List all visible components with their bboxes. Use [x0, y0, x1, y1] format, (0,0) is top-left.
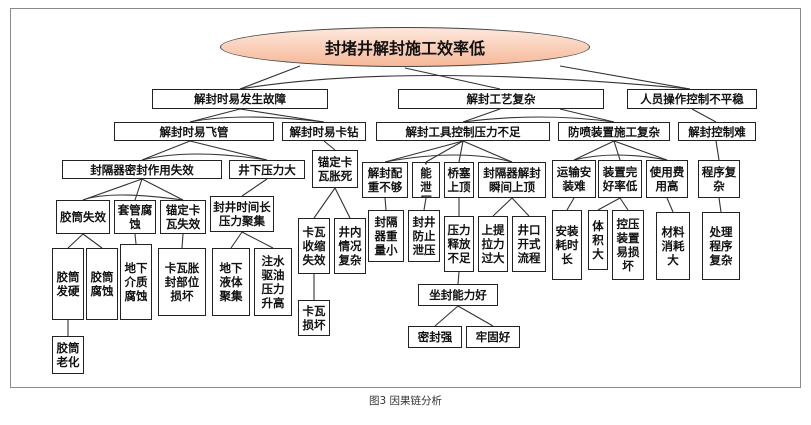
diagram-frame: [10, 8, 801, 388]
and-arc: [384, 154, 513, 163]
and-arc: [462, 116, 615, 123]
connector-line: [239, 65, 301, 90]
connector-line: [82, 178, 143, 201]
node-seal-strong: 密封强: [408, 326, 462, 348]
node-liquid-accumulation: 地下液体聚集: [212, 248, 250, 316]
connector-line: [619, 197, 629, 211]
node-medium-corrode: 地下介质腐蚀: [120, 244, 152, 320]
node-rubber-fail: 胶筒失效: [56, 200, 110, 234]
node-seal-prevent-vent: 封井防止泄压: [408, 210, 440, 262]
node-anchor-slip-fail: 锚定卡瓦失效: [160, 200, 206, 234]
connector-line: [492, 197, 513, 217]
connector-line: [559, 108, 615, 123]
connector-line: [613, 140, 668, 161]
node-rubber-hard: 胶筒发硬: [52, 248, 84, 320]
connector-line: [239, 108, 325, 123]
node-release-insufficient: 压力释放不足: [444, 216, 474, 272]
connector-line: [134, 178, 143, 201]
connector-line: [241, 178, 268, 197]
node-stuck: 解封时易卡钻: [282, 122, 366, 141]
connector-line: [334, 187, 351, 219]
connector-line: [384, 140, 464, 163]
connector-line: [67, 233, 84, 249]
connector-line: [384, 197, 387, 211]
node-packer-seal-fail: 封隔器密封作用失效: [62, 160, 222, 179]
node-procedure-complex: 程序复杂: [698, 160, 740, 198]
node-bop-complex: 防喷装置施工复杂: [558, 122, 670, 141]
connector-line: [425, 140, 464, 163]
connector-line: [666, 197, 674, 213]
node-material-consumption: 材料消耗大: [656, 212, 690, 280]
connector-line: [323, 140, 336, 151]
node-process-complex: 解封工艺复杂: [398, 89, 604, 109]
node-control-device-damage: 控压装置易损坏: [612, 210, 644, 280]
connector-line: [597, 197, 621, 211]
node-rubber-corrode: 胶筒腐蚀: [86, 248, 118, 320]
connector-line: [573, 140, 615, 161]
node-plug-push-up: 桥塞上顶: [444, 162, 474, 198]
connector-line: [462, 108, 501, 123]
node-setting-ability: 坐封能力好: [418, 284, 498, 306]
node-transport-hard: 运输安装难: [552, 160, 596, 198]
node-long-seal-pressure: 封井时间长压力聚集: [210, 196, 274, 232]
node-weight-insufficient: 解封配重不够: [362, 162, 408, 198]
and-arc: [141, 153, 268, 161]
connector-line: [457, 305, 494, 327]
connector-line: [434, 305, 459, 327]
node-well-condition-complex: 井内情况复杂: [334, 218, 366, 274]
node-packer-instant-up: 封隔器解封瞬间上顶: [478, 162, 546, 198]
node-pull-too-large: 上提拉力过大: [478, 216, 508, 272]
connector-line: [715, 140, 720, 161]
node-install-time-long: 安装耗时长: [552, 210, 582, 280]
and-arc: [239, 74, 691, 90]
node-cannot-vent: 不能泄压: [412, 162, 440, 198]
connector-line: [230, 231, 243, 249]
connector-line: [559, 65, 691, 90]
node-slip-shrink-fail: 卡瓦收缩失效: [298, 218, 330, 274]
figure-caption: 图3 因果链分析: [368, 395, 443, 407]
node-large-volume: 体积大: [588, 210, 608, 270]
connector-line: [404, 67, 501, 90]
connector-line: [457, 271, 460, 285]
and-arc: [573, 154, 668, 161]
root-problem: 封堵井解封施工效率低: [220, 27, 590, 67]
connector-line: [241, 231, 274, 249]
connector-line: [462, 140, 513, 163]
connector-line: [718, 197, 722, 213]
node-intact-rate-low: 装置完好率低: [598, 160, 642, 198]
node-handling-complex: 处理程序复杂: [702, 212, 740, 280]
connector-line: [691, 108, 717, 123]
node-tool-pressure: 解封工具控制压力不足: [376, 122, 550, 141]
node-rubber-aging: 胶筒老化: [52, 336, 84, 374]
connector-line: [511, 197, 530, 217]
connector-line: [313, 187, 336, 219]
connector-line: [141, 140, 191, 161]
connector-line: [82, 233, 103, 249]
node-operation-unstable: 人员操作控制不平稳: [627, 89, 757, 109]
node-open-wellhead: 井口开式流程: [512, 216, 546, 272]
connector-line: [566, 197, 575, 211]
node-downhole-pressure: 井下压力大: [229, 160, 305, 179]
connector-line: [423, 197, 427, 211]
node-casing-corrosion: 套管腐蚀: [114, 200, 156, 234]
node-fly-pipe: 解封时易飞管: [114, 122, 274, 141]
connector-line: [181, 233, 184, 249]
node-slip-damage: 卡瓦损坏: [298, 300, 330, 336]
node-control-hard: 解封控制难: [678, 122, 756, 141]
node-firm-good: 牢固好: [466, 326, 520, 348]
connector-line: [189, 108, 241, 123]
node-packer-weight-small: 封隔器重量小: [368, 210, 404, 262]
connector-line: [189, 140, 268, 161]
node-fault: 解封时易发生故障: [152, 89, 328, 109]
connector-line: [134, 233, 137, 245]
node-injection-pressure-rise: 注水驱油压力升高: [254, 248, 292, 316]
connector-line: [613, 140, 621, 161]
node-anchor-slip-stuck: 锚定卡瓦胀死: [312, 150, 358, 188]
and-arc: [189, 116, 325, 123]
connector-line: [141, 178, 184, 201]
node-cost-high: 使用费用高: [646, 160, 688, 198]
node-slip-part-damage: 卡瓦胀封部位损坏: [158, 248, 206, 316]
connector-line: [458, 140, 464, 163]
